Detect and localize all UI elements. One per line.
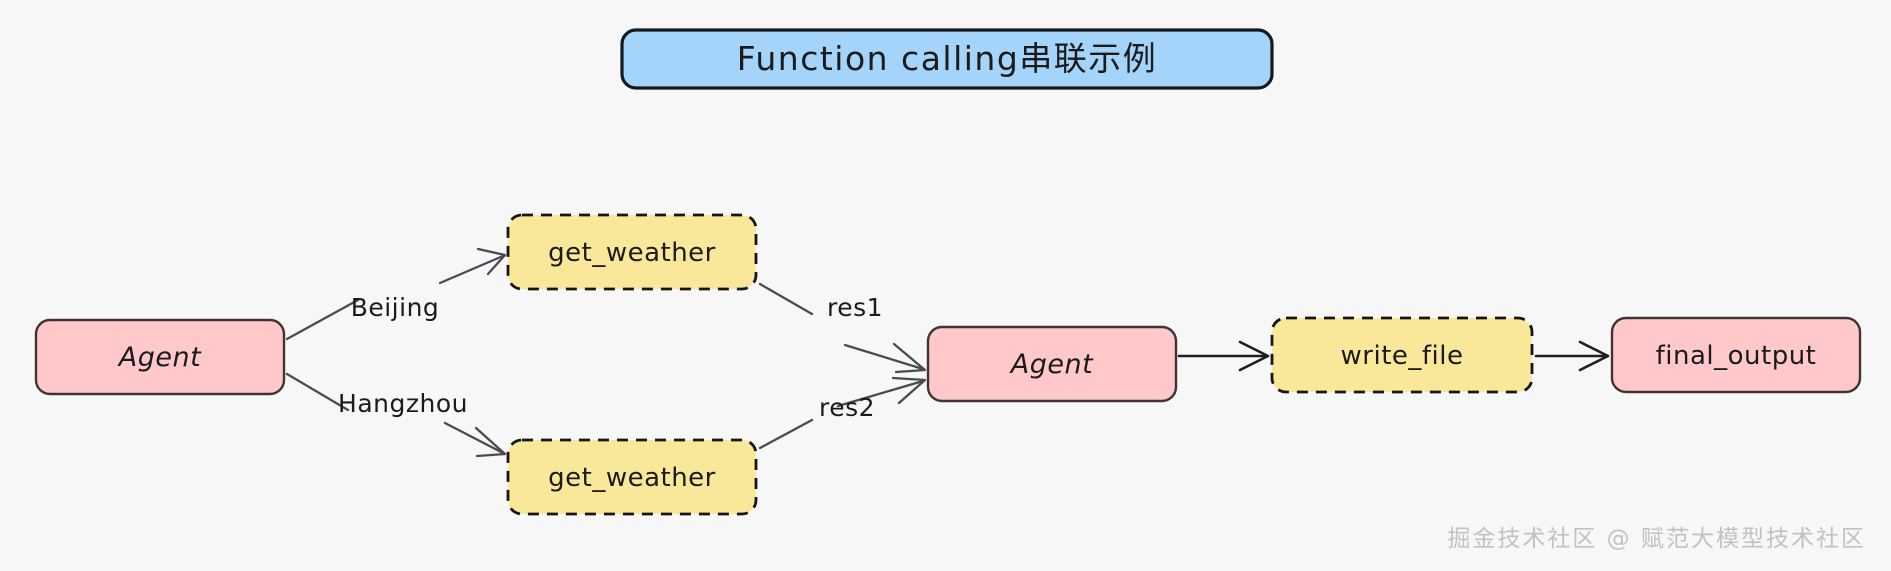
title-box: Function calling串联示例 [620, 28, 1274, 90]
node-write-file-label: write_file [1341, 341, 1464, 371]
node-final-output[interactable]: final_output [1610, 316, 1862, 394]
node-get-weather-bottom-label: get_weather [548, 463, 716, 493]
node-agent-middle-shape[interactable] [926, 325, 1178, 403]
edge-agent-to-write-file [1177, 340, 1270, 372]
edge-res1-segment-1 [758, 282, 814, 316]
edge-beijing-label: Beijing [351, 293, 440, 322]
edge-res2-segment-2 [836, 379, 925, 408]
edge-beijing-arrowhead [476, 247, 507, 276]
node-final-output-label: final_output [1656, 341, 1817, 371]
node-get-weather-bottom[interactable]: get_weather [506, 438, 758, 516]
edge-write-file-to-final-output-arrowhead [1578, 340, 1610, 372]
node-get-weather-bottom-shape[interactable] [506, 438, 758, 516]
edge-write-file-to-final-output [1534, 340, 1610, 372]
node-final-output-shape[interactable] [1610, 316, 1862, 394]
node-get-weather-top-shape[interactable] [506, 213, 758, 291]
node-agent-middle-label: Agent [1009, 349, 1094, 380]
node-agent-start-label: Agent [117, 342, 202, 373]
edge-res1-segment-2 [843, 343, 925, 371]
edge-res1: res1 [758, 282, 927, 374]
edge-res1-arrowhead [892, 342, 927, 374]
node-write-file[interactable]: write_file [1270, 316, 1534, 394]
edge-hangzhou-segment-1 [285, 372, 350, 412]
node-get-weather-top-label: get_weather [548, 238, 716, 268]
title-box-label: Function calling串联示例 [737, 39, 1158, 78]
node-agent-start-shape[interactable] [34, 318, 286, 396]
edge-beijing-segment-1 [285, 298, 360, 341]
edge-res1-label: res1 [827, 293, 883, 322]
edge-res2-segment-1 [758, 418, 814, 450]
node-agent-middle[interactable]: Agent [926, 325, 1178, 403]
node-agent-start[interactable]: Agent [34, 318, 286, 396]
watermark-label: 掘金技术社区 @ 赋范大模型技术社区 [1447, 526, 1866, 552]
node-write-file-shape[interactable] [1270, 316, 1534, 394]
edge-hangzhou: Hangzhou [285, 372, 507, 458]
edge-hangzhou-segment-2 [443, 421, 505, 455]
node-get-weather-top[interactable]: get_weather [506, 213, 758, 291]
edge-res2-arrowhead [891, 376, 927, 405]
edge-agent-to-write-file-arrowhead [1238, 340, 1270, 372]
edge-beijing: Beijing [285, 247, 507, 341]
edge-beijing-segment-2 [438, 254, 505, 285]
edge-hangzhou-arrowhead [474, 426, 507, 458]
edge-hangzhou-label: Hangzhou [338, 389, 468, 418]
title-box-shape [620, 28, 1274, 90]
edge-res2: res2 [758, 376, 927, 450]
edge-res2-label: res2 [819, 393, 875, 422]
